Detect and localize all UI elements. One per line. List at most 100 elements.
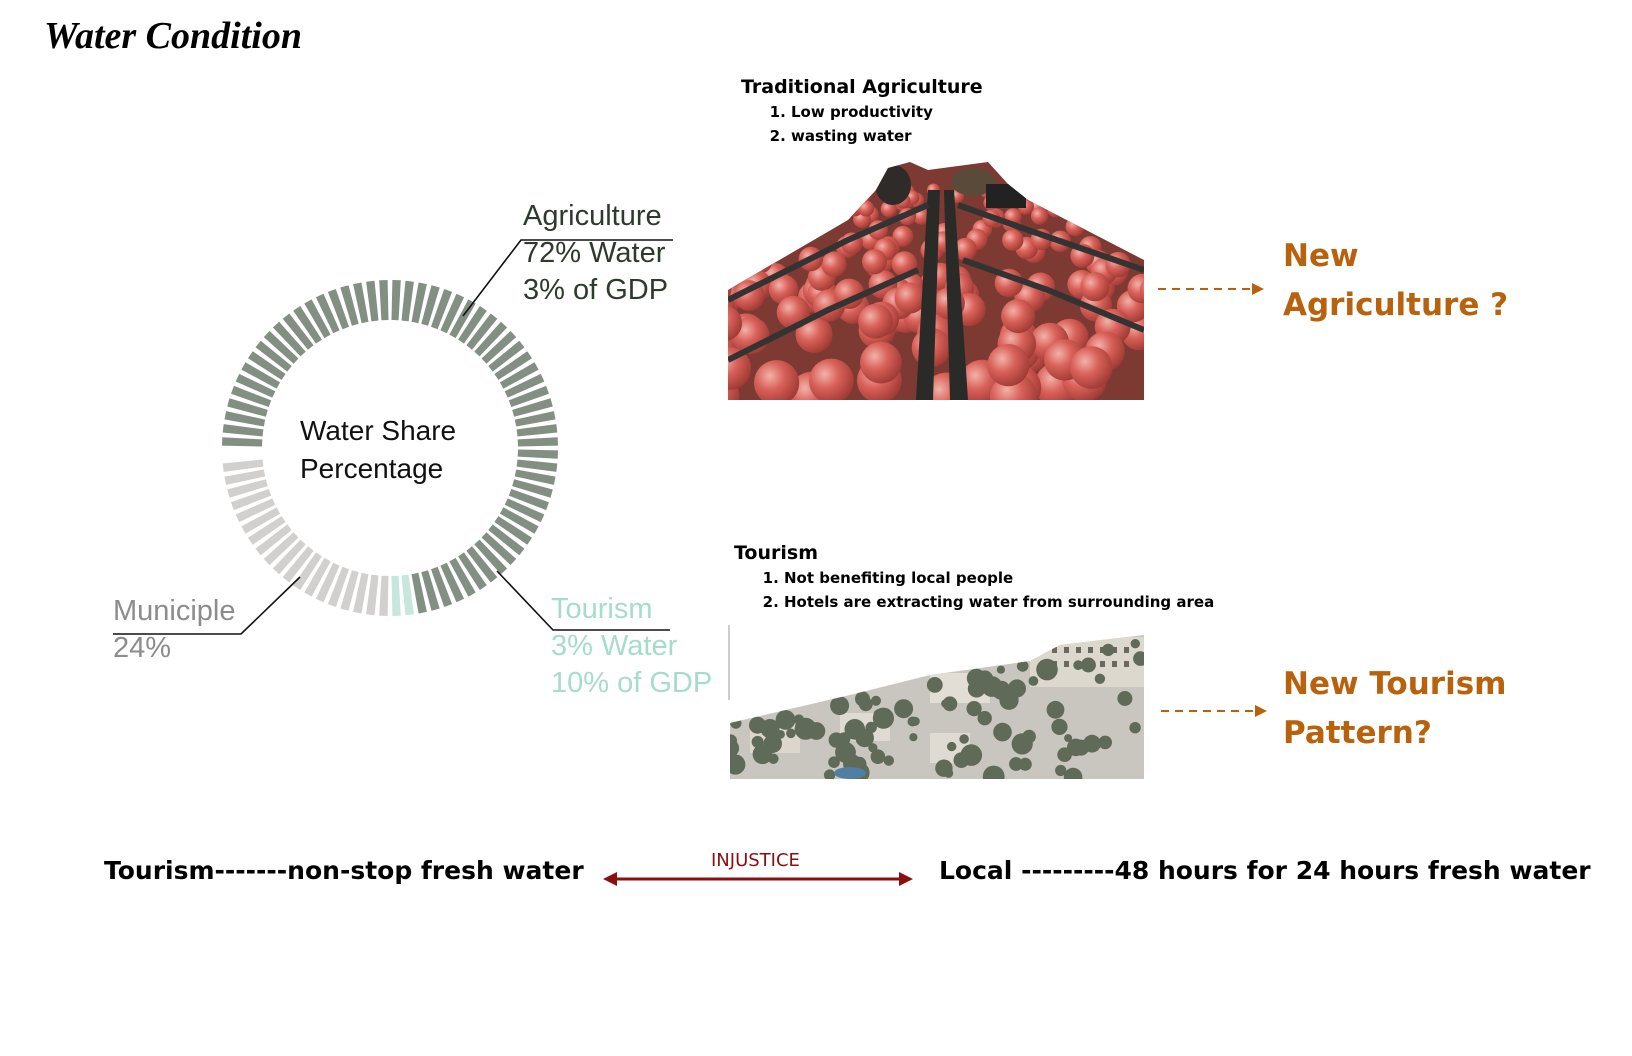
tree-shape — [982, 765, 1005, 779]
tree-shape — [996, 665, 1005, 674]
ring-segment-municiple — [248, 516, 286, 545]
ring-segment-agriculture — [293, 306, 322, 344]
municiple-callout: Municiple 24% — [113, 593, 236, 667]
new-tourism-line2: Pattern? — [1283, 715, 1432, 751]
municiple-callout-water: 24% — [113, 632, 172, 664]
tomato-shape — [747, 248, 773, 274]
new-tourism-line1: New Tourism — [1283, 666, 1507, 702]
tree-shape — [1064, 734, 1073, 743]
tomato-shape — [795, 316, 833, 353]
ring-segment-agriculture — [431, 289, 453, 330]
agriculture-note-item: wasting water — [791, 124, 983, 148]
agriculture-callout-title: Agriculture — [523, 200, 662, 232]
tourism-callout-title: Tourism — [551, 593, 653, 625]
tree-shape — [730, 754, 746, 775]
tree-shape — [823, 769, 836, 779]
tree-shape — [1051, 718, 1068, 735]
ring-segment-agriculture — [255, 340, 292, 372]
tomato-shape — [794, 216, 814, 236]
tree-shape — [926, 677, 943, 693]
ring-segment-municiple — [224, 469, 266, 485]
ring-segment-agriculture — [227, 398, 268, 417]
ring-segment-municiple — [353, 572, 369, 614]
ring-segment-agriculture — [466, 546, 498, 583]
injustice-double-arrow — [603, 872, 913, 886]
ring-segment-agriculture — [514, 411, 556, 427]
ring-segment-municiple — [272, 539, 306, 575]
ring-segment-agriculture — [514, 469, 556, 485]
ring-segment-agriculture — [466, 313, 498, 350]
ring-segment-agriculture — [504, 498, 545, 523]
ring-segment-agriculture — [474, 539, 508, 575]
ring-segment-agriculture — [327, 289, 349, 330]
agriculture-note-list: Low productivity wasting water — [741, 100, 983, 148]
tourism-note-title: Tourism — [734, 542, 819, 564]
tree-shape — [855, 691, 870, 707]
resort-hotels-photo — [730, 633, 1144, 779]
tomato-shape — [1030, 207, 1049, 225]
tree-shape — [868, 743, 878, 753]
tomato-shape — [1047, 201, 1064, 218]
tree-shape — [894, 699, 914, 719]
tomato-shape — [987, 344, 1030, 387]
tomato-shape — [784, 216, 804, 236]
ring-segment-municiple — [241, 507, 281, 534]
tomato-shape — [1070, 346, 1113, 389]
tree-shape — [966, 701, 982, 717]
ring-segment-municiple — [293, 552, 322, 590]
ring-segment-municiple — [235, 498, 276, 523]
ring-segment-municiple — [231, 489, 272, 511]
ring-segment-agriculture — [282, 313, 314, 350]
ring-segment-municiple — [222, 459, 264, 472]
tourism-note-item: Hotels are extracting water from surroun… — [784, 590, 1214, 614]
tourism-callout-gdp: 10% of GDP — [551, 667, 713, 699]
ring-segment-agriculture — [494, 351, 532, 380]
tomato-shape — [1001, 299, 1036, 334]
ring-segment-agriculture — [517, 437, 558, 447]
tomato-harvest-photo — [728, 160, 1144, 400]
tree-shape — [830, 733, 840, 744]
agriculture-note: Traditional Agriculture Low productivity… — [741, 76, 983, 148]
tree-shape — [947, 741, 957, 752]
tree-shape — [871, 695, 881, 706]
tree-shape — [993, 722, 1012, 742]
ring-segment-agriculture — [474, 321, 508, 357]
ring-segment-municiple — [366, 574, 379, 616]
agriculture-leader-line — [462, 239, 673, 317]
ring-segment-municiple — [227, 479, 268, 498]
ring-segment-agriculture — [411, 572, 427, 614]
ring-segment-agriculture — [353, 282, 369, 324]
tree-shape — [1063, 767, 1083, 779]
agriculture-callout-water: 72% Water — [523, 237, 666, 269]
tourism-water-statement: Tourism-------non-stop fresh water — [104, 856, 584, 885]
tree-shape — [1028, 676, 1039, 686]
tomato-shape — [1065, 217, 1085, 237]
tomato-shape — [894, 282, 926, 314]
ring-segment-agriculture — [440, 293, 465, 334]
ring-segment-agriculture — [366, 280, 379, 322]
tomato-shape — [841, 200, 858, 217]
ring-segments — [222, 280, 558, 616]
tree-shape — [953, 752, 970, 768]
ring-segment-agriculture — [304, 299, 331, 339]
ring-segment-agriculture — [481, 532, 517, 566]
ring-segment-agriculture — [231, 385, 272, 407]
ring-segment-agriculture — [517, 449, 558, 459]
ring-segment-agriculture — [248, 351, 286, 380]
ring-segment-agriculture — [272, 321, 306, 357]
ring-segment-municiple — [315, 562, 340, 603]
local-water-statement: Local ---------48 hours for 24 hours fre… — [939, 856, 1591, 885]
tomato-shape — [813, 199, 830, 216]
ring-center-label: Water Share Percentage — [300, 412, 456, 488]
tomato-shape — [1002, 229, 1024, 251]
tree-shape — [730, 717, 742, 729]
agriculture-note-title: Traditional Agriculture — [741, 76, 983, 98]
tomato-shape — [785, 216, 804, 235]
tree-shape — [873, 709, 885, 721]
ring-segment-agriculture — [421, 285, 440, 326]
tree-shape — [1073, 660, 1084, 671]
tomato-shape — [753, 360, 800, 400]
tree-shape — [828, 756, 840, 768]
tomato-shape — [809, 358, 854, 400]
